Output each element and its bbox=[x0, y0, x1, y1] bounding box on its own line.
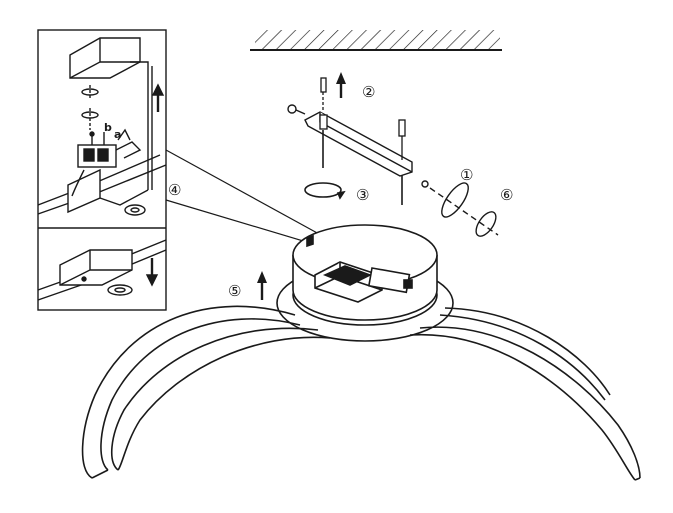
step-5-label: ⑤ bbox=[228, 282, 241, 300]
inset-bracket bbox=[37, 154, 167, 216]
canopy-cover bbox=[69, 37, 153, 190]
canopy bbox=[276, 224, 454, 342]
terminal-block bbox=[77, 128, 142, 168]
step-6-label: ⑥ bbox=[500, 186, 513, 204]
rotate-arrow-icon bbox=[304, 182, 346, 200]
mounting-bracket bbox=[287, 104, 429, 188]
ceiling-screws bbox=[319, 77, 406, 205]
step-2-label: ② bbox=[362, 83, 375, 101]
step-4-label: ④ bbox=[168, 181, 181, 199]
step-3-label: ③ bbox=[356, 186, 369, 204]
label-b: b bbox=[104, 121, 112, 134]
up-arrow-icon bbox=[257, 271, 267, 300]
inset-cover-closed bbox=[37, 239, 167, 301]
ceiling bbox=[250, 30, 502, 51]
inset-detail-box bbox=[37, 29, 167, 311]
down-arrow-icon bbox=[145, 258, 159, 287]
label-a: a bbox=[114, 128, 121, 141]
decorative-knobs bbox=[429, 182, 499, 237]
led-arms bbox=[81, 305, 641, 481]
up-arrow-icon bbox=[151, 83, 165, 112]
up-arrow-icon bbox=[336, 72, 346, 98]
step-1-label: ① bbox=[460, 166, 473, 184]
